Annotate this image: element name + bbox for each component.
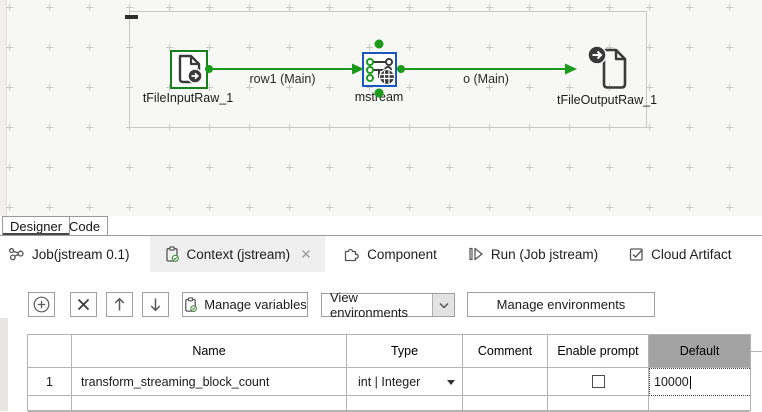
move-down-button[interactable] [142,292,169,317]
connection-row1-label[interactable]: row1 (Main) [249,72,316,86]
view-tab-context[interactable]: Context (jstream) [149,236,326,272]
variable-name-cell[interactable]: transform_streaming_block_count [72,368,347,396]
text-caret [689,375,691,389]
mstream-component[interactable] [362,52,397,87]
tfileoutputraw-component[interactable] [583,42,631,94]
manage-variables-button[interactable]: Manage variables [182,292,308,317]
file-input-icon [172,52,206,87]
component-label-tfileinputraw[interactable]: tFileInputRaw_1 [142,91,234,105]
manage-environments-button[interactable]: Manage environments [467,292,655,317]
delete-variable-button[interactable] [70,292,97,317]
header-enable-prompt[interactable]: Enable prompt [548,335,649,368]
manage-variables-label: Manage variables [204,297,307,312]
file-output-icon [583,42,631,94]
context-icon [164,245,180,263]
job-icon [8,246,25,262]
view-tab-cloud-artifact[interactable]: Cloud Artifact [614,236,745,272]
view-tab-bar: Job(jstream 0.1) Context (jstream) Compo… [0,236,762,272]
view-environments-select[interactable]: View environments [321,290,455,320]
view-tab-job-label: Job(jstream 0.1) [32,246,130,262]
default-value-cell[interactable]: 10000 [649,368,750,396]
panel-left-strip [0,318,8,411]
chevron-down-icon [432,294,454,316]
header-row-number [28,335,72,368]
run-icon [467,246,484,262]
view-tab-cloud-artifact-label: Cloud Artifact [651,246,732,262]
editor-tab-bar: Designer Code [0,216,762,236]
arrow-up-icon [113,297,126,312]
header-comment[interactable]: Comment [463,335,548,368]
variable-type-cell[interactable]: int | Integer [347,368,463,396]
variable-comment-cell[interactable] [463,368,548,396]
header-default[interactable]: Default [649,335,750,368]
view-tab-run[interactable]: Run (Job jstream) [453,236,612,272]
add-variable-button[interactable] [28,292,55,317]
manage-environments-label: Manage environments [496,297,626,312]
design-canvas[interactable]: row1 (Main) o (Main) tFileInputRaw_1 mst… [0,0,762,216]
enable-prompt-checkbox[interactable] [591,375,605,388]
add-icon [33,296,50,313]
header-type[interactable]: Type [347,335,463,368]
move-up-button[interactable] [106,292,133,317]
arrow-down-icon [149,297,162,312]
table-row: 1 transform_streaming_block_count int | … [28,368,750,396]
context-variables-table: Name Type Comment Enable prompt Default … [27,334,751,412]
header-name[interactable]: Name [72,335,347,368]
view-tab-job[interactable]: Job(jstream 0.1) [0,236,144,272]
view-tab-component[interactable]: Component [329,236,451,272]
tfileinputraw-component[interactable] [170,50,208,89]
table-empty-row[interactable] [28,396,750,412]
default-value-text: 10000 [654,375,689,389]
job-boundary-rect [129,11,647,128]
connection-o-label[interactable]: o (Main) [463,72,509,86]
enable-prompt-cell [548,368,649,396]
collapse-handle[interactable] [125,15,138,19]
table-edge-line [750,351,762,352]
tab-designer-label: Designer [10,218,63,234]
component-label-tfileoutputraw[interactable]: tFileOutputRaw_1 [556,93,658,107]
view-tab-component-label: Component [367,246,437,262]
view-tab-run-label: Run (Job jstream) [490,246,599,262]
stream-map-icon [364,54,395,85]
close-icon[interactable] [301,249,311,259]
component-label-mstream[interactable]: mstream [354,90,404,104]
tab-designer[interactable]: Designer [2,216,71,236]
type-dropdown-icon[interactable] [447,379,455,385]
tab-code[interactable]: Code [62,216,109,236]
manage-variables-icon [183,296,198,313]
view-tab-context-label: Context (jstream) [186,246,291,262]
cloud-artifact-icon [628,246,644,262]
row-number-cell[interactable]: 1 [28,368,72,396]
canvas-left-strip [0,0,7,216]
delete-icon [77,298,90,311]
tab-code-label: Code [69,219,101,234]
view-environments-value: View environments [330,290,409,320]
component-icon [343,246,360,262]
table-header-row: Name Type Comment Enable prompt Default [28,335,750,368]
variable-type-value: int | Integer [358,374,421,389]
